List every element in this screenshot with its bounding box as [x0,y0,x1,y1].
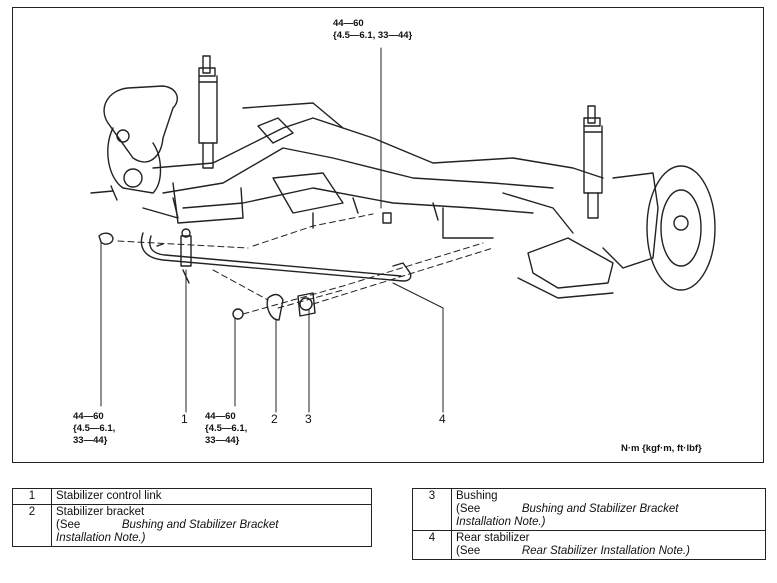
leader-lines [100,47,444,413]
left-shock [198,55,218,169]
parts-table-left: 1 Stabilizer control link 2 Stabilizer b… [12,488,372,547]
torque-left-value: 44—60 [73,411,104,422]
part-cell: Stabilizer bracket (See Bushing and Stab… [51,504,372,547]
part-name: Stabilizer bracket [56,506,145,518]
part-cell: Rear stabilizer (See Rear Stabilizer Ins… [451,530,766,560]
part-cell: Bushing (See Bushing and Stabilizer Brac… [451,488,766,531]
part-number: 4 [412,530,452,560]
torque-label-left: 44—60 {4.5—6.1, 33—44} [73,411,115,447]
part-reference: (See Bushing and Stabilizer Bracket [56,519,367,532]
reference-link[interactable]: Bushing and Stabilizer Bracket [521,503,679,515]
table-row: 3 Bushing (See Bushing and Stabilizer Br… [412,488,766,531]
right-wheel-assembly [502,165,716,299]
torque-left-spec-1: {4.5—6.1, [73,423,116,434]
part-reference: (See Rear Stabilizer Installation Note.) [456,545,761,558]
reference-link-cont[interactable]: Installation Note.) [56,532,146,544]
part-number: 1 [12,488,52,505]
part-name: Stabilizer control link [51,488,372,505]
callout-1: 1 [181,412,188,426]
callout-2: 2 [271,412,278,426]
parts-table-right: 3 Bushing (See Bushing and Stabilizer Br… [412,488,766,560]
torque-top-spec: {4.5—6.1, 33—44} [333,30,413,41]
torque-label-mid: 44—60 {4.5—6.1, 33—44} [205,411,247,447]
stabilizer-bar [140,232,412,282]
torque-label-top: 44—60 {4.5—6.1, 33—44} [333,18,412,42]
unit-note: N·m {kgf·m, ft·lbf} [621,443,702,454]
right-shock [583,105,603,219]
table-row: 1 Stabilizer control link [12,488,372,505]
torque-mid-spec-2: 33—44} [205,435,240,446]
part-reference: (See Bushing and Stabilizer Bracket [456,503,761,516]
suspension-drawing [90,47,716,413]
reference-link[interactable]: Rear Stabilizer Installation Note.) [521,545,690,557]
part-number: 2 [12,504,52,547]
part-name: Bushing [456,490,498,502]
reference-link[interactable]: Bushing and Stabilizer Bracket [121,519,279,531]
torque-left-spec-2: 33—44} [73,435,108,446]
exploded-diagram: 44—60 {4.5—6.1, 33—44} 44—60 {4.5—6.1, 3… [12,7,764,463]
callout-3: 3 [305,412,312,426]
see-text: (See [456,503,481,515]
alignment-lines [117,213,494,315]
torque-mid-spec-1: {4.5—6.1, [205,423,248,434]
callout-4: 4 [439,412,446,426]
table-row: 2 Stabilizer bracket (See Bushing and St… [12,504,372,547]
torque-mid-value: 44—60 [205,411,236,422]
left-wheel-assembly [90,85,179,219]
torque-top-value: 44—60 [333,18,364,29]
reference-link-cont[interactable]: Installation Note.) [456,516,546,528]
part-number: 3 [412,488,452,531]
part-name: Rear stabilizer [456,532,530,544]
table-row: 4 Rear stabilizer (See Rear Stabilizer I… [412,530,766,560]
see-text: (See [456,545,481,557]
see-text: (See [56,519,81,531]
subframe [152,102,604,239]
